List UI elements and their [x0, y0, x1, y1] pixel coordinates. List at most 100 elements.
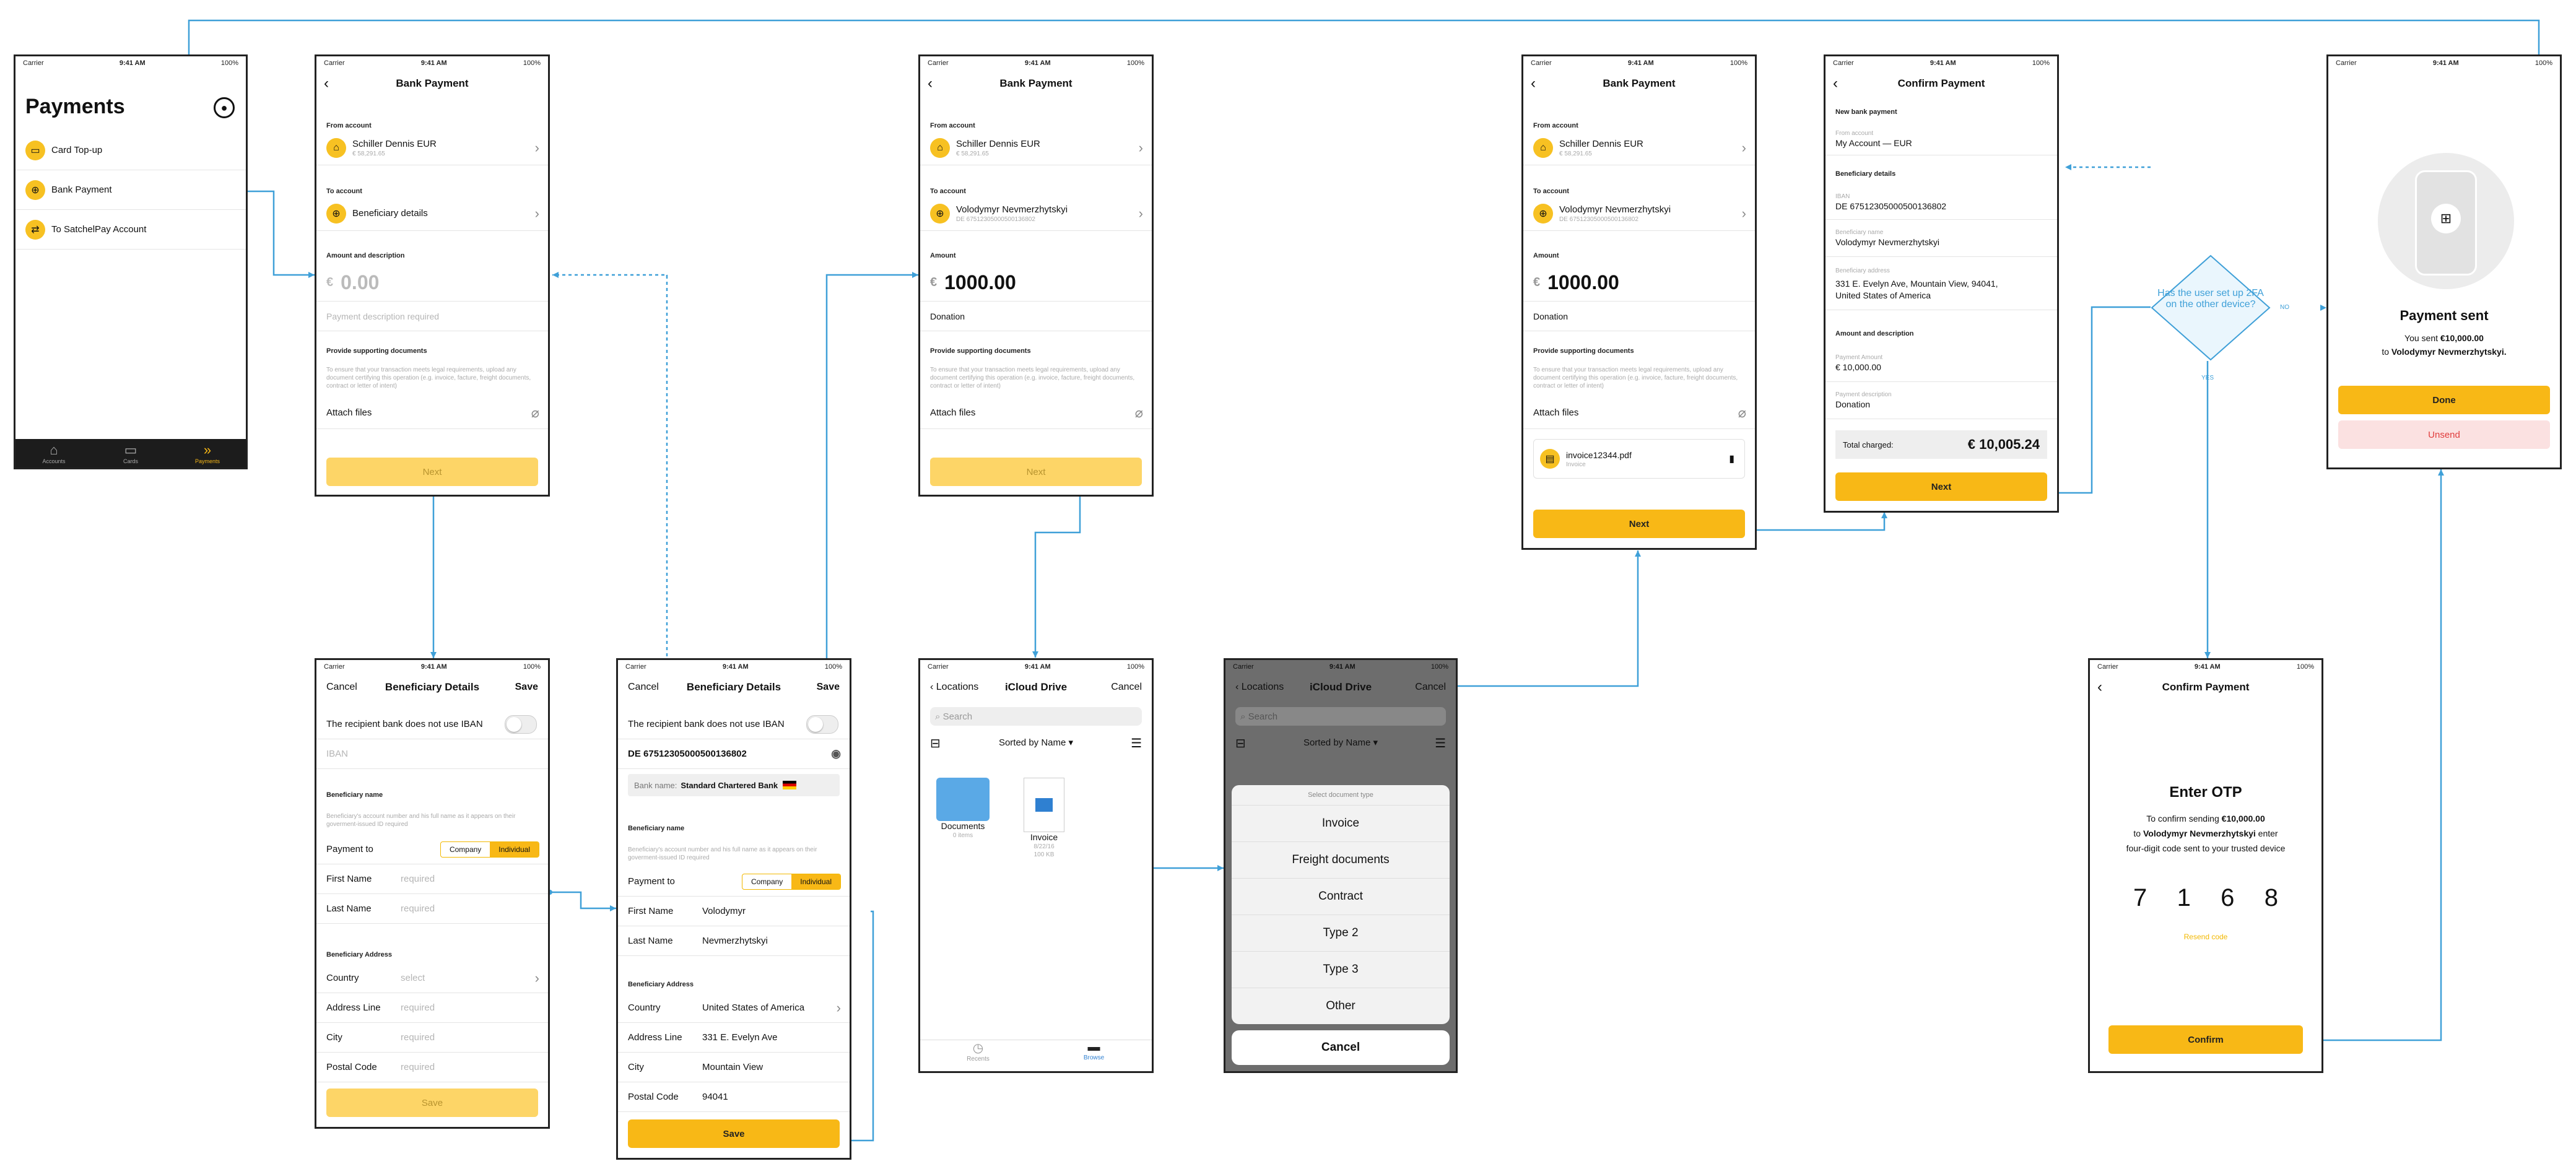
- trash-icon[interactable]: ▮: [1729, 454, 1734, 464]
- beneficiary-name: Volodymyr Nevmerzhytskyi: [956, 204, 1068, 215]
- amount-detail: Payment Amount€ 10,000.00: [1825, 345, 2057, 382]
- payment-to-segmented: Company Individual: [741, 873, 841, 890]
- type-invoice[interactable]: Invoice: [1232, 806, 1450, 842]
- segment-company[interactable]: Company: [751, 877, 783, 886]
- type-other[interactable]: Other: [1326, 999, 1355, 1012]
- segment-company[interactable]: Company: [449, 845, 482, 854]
- cancel-button[interactable]: Cancel: [628, 682, 659, 692]
- bank-payment-item[interactable]: ⊕Bank Payment: [15, 170, 246, 210]
- sheet-cancel-button[interactable]: Cancel: [1232, 1030, 1450, 1065]
- field-placeholder: required: [401, 903, 435, 914]
- unsend-button[interactable]: Unsend: [2338, 420, 2550, 449]
- field-value: Mountain View: [702, 1062, 764, 1072]
- next-button[interactable]: Next: [1533, 510, 1745, 538]
- done-button[interactable]: Done: [2338, 386, 2550, 414]
- attach-files-row[interactable]: Attach files⌀: [316, 397, 548, 429]
- detail-value: € 10,000.00: [1835, 362, 1881, 372]
- cancel-button[interactable]: Cancel: [326, 682, 357, 692]
- save-nav-button[interactable]: Save: [515, 682, 538, 692]
- type-contract[interactable]: Contract: [1232, 879, 1450, 915]
- profile-icon[interactable]: ●: [214, 97, 235, 118]
- sort-dropdown[interactable]: Sorted by Name ▾: [998, 737, 1074, 748]
- cancel-button[interactable]: Cancel: [1111, 682, 1142, 692]
- satchelpay-item[interactable]: ⇄To SatchelPay Account: [15, 210, 246, 250]
- new-folder-icon[interactable]: ⊟: [1235, 737, 1246, 750]
- tab-cards[interactable]: ▭Cards: [92, 439, 169, 467]
- search-input[interactable]: ⌕ Search: [1235, 707, 1446, 726]
- new-folder-icon[interactable]: ⊟: [930, 737, 941, 750]
- resend-code-link[interactable]: Resend code: [2183, 932, 2228, 941]
- from-account-row[interactable]: ⌂Schiller Dennis EUR€ 58,291.65›: [920, 131, 1152, 165]
- next-button[interactable]: Next: [326, 458, 538, 486]
- document-icon: ▤: [1540, 449, 1560, 469]
- type-freight[interactable]: Freight documents: [1232, 842, 1450, 879]
- save-button[interactable]: Save: [326, 1089, 538, 1117]
- list-view-icon[interactable]: ☰: [1435, 737, 1446, 750]
- amount-input[interactable]: €0.00: [316, 264, 548, 302]
- list-view-icon[interactable]: ☰: [1131, 737, 1142, 750]
- confirm-button[interactable]: Confirm: [2108, 1025, 2303, 1054]
- sort-dropdown[interactable]: Sorted by Name ▾: [1303, 737, 1378, 748]
- search-input[interactable]: ⌕ Search: [930, 707, 1142, 726]
- description-input[interactable]: Donation: [1523, 302, 1755, 331]
- no-iban-toggle[interactable]: [806, 715, 838, 734]
- next-button[interactable]: Next: [1835, 472, 2047, 501]
- account-name: Schiller Dennis EUR: [1559, 138, 1643, 149]
- cancel-button[interactable]: Cancel: [1415, 682, 1446, 692]
- iban-input[interactable]: IBAN: [316, 739, 548, 769]
- segment-individual[interactable]: Individual: [490, 841, 539, 857]
- back-icon[interactable]: ‹: [2097, 679, 2102, 695]
- locations-back[interactable]: ‹ Locations: [930, 682, 978, 693]
- type-3[interactable]: Type 3: [1232, 952, 1450, 988]
- from-account-row[interactable]: ⌂Schiller Dennis EUR€ 58,291.65›: [1523, 131, 1755, 165]
- save-nav-button[interactable]: Save: [816, 682, 840, 692]
- tab-recents[interactable]: ◷Recents: [920, 1040, 1036, 1071]
- back-icon[interactable]: ‹: [928, 75, 933, 92]
- section-label: Provide supporting documents: [326, 347, 427, 355]
- amount-input[interactable]: €1000.00: [1523, 264, 1755, 302]
- card-topup-item[interactable]: ▭Card Top-up: [15, 131, 246, 170]
- segment-individual[interactable]: Individual: [791, 874, 840, 889]
- description-input[interactable]: Donation: [920, 302, 1152, 331]
- type-2[interactable]: Type 2: [1232, 915, 1450, 952]
- field-value: 331 E. Evelyn Ave: [702, 1032, 778, 1043]
- tab-browse[interactable]: ▬Browse: [1036, 1040, 1152, 1071]
- from-account-row[interactable]: ⌂Schiller Dennis EUR€ 58,291.65›: [316, 131, 548, 165]
- save-button[interactable]: Save: [628, 1119, 840, 1148]
- back-icon[interactable]: ‹: [324, 75, 329, 92]
- no-iban-toggle[interactable]: [505, 715, 537, 734]
- back-icon: ‹: [1235, 682, 1242, 692]
- detail-value: 331 E. Evelyn Ave, Mountain View, 94041,…: [1835, 279, 1998, 300]
- back-icon[interactable]: ‹: [1833, 75, 1838, 92]
- tab-accounts[interactable]: ⌂Accounts: [15, 439, 92, 467]
- back-icon[interactable]: ‹: [1531, 75, 1536, 92]
- beneficiary-row[interactable]: ⊕Beneficiary details›: [316, 196, 548, 231]
- attach-files-row[interactable]: Attach files⌀: [1523, 397, 1755, 429]
- iban-input[interactable]: DE 67512305000500136802◉: [618, 739, 850, 769]
- amount-input[interactable]: €1000.00: [920, 264, 1152, 302]
- description-input[interactable]: Payment description required: [316, 302, 548, 331]
- next-button[interactable]: Next: [930, 458, 1142, 486]
- tab-payments[interactable]: »Payments: [169, 439, 246, 467]
- locations-back[interactable]: ‹ Locations: [1235, 682, 1284, 693]
- battery: 100%: [1126, 59, 1144, 67]
- attach-files-row[interactable]: Attach files⌀: [920, 397, 1152, 429]
